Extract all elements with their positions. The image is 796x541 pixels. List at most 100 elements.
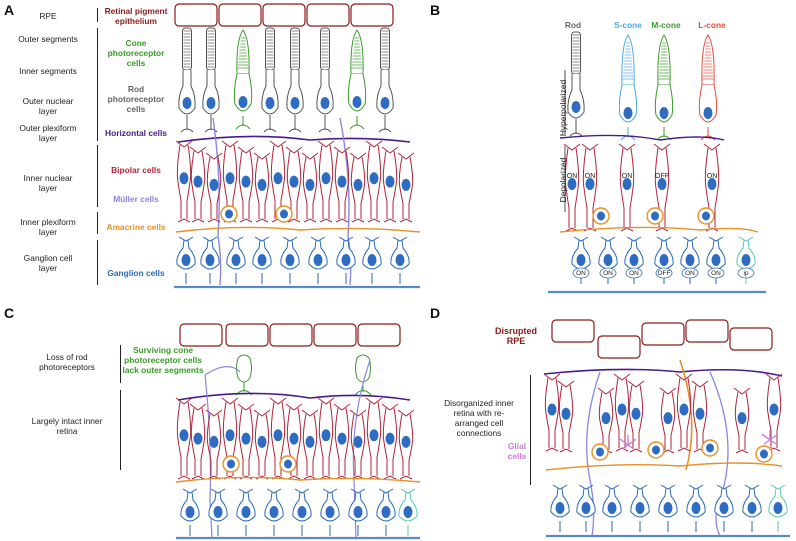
nucleus [280,209,288,219]
nucleus [581,502,591,514]
nucleus [225,209,233,219]
nucleus [719,502,729,514]
photoreceptor-label-l-cone: L-cone [698,20,726,30]
bipolar-polarity-label: ON [585,173,596,180]
bipolar-cell [254,413,270,476]
rpe-cell [225,323,269,347]
nucleus [663,412,673,425]
panel-a-diagram [174,3,421,289]
nucleus [321,429,331,442]
nucleus [241,506,251,518]
amacrine-process [559,226,759,233]
nucleus [706,443,714,453]
nucleus [703,107,713,119]
s-cone-cell-terminal [620,127,636,141]
nucleus [353,506,363,518]
horizontal-cell [543,368,783,377]
nucleus [257,254,267,266]
horizontal-cell [177,135,411,143]
cell-label-cone: Cone photoreceptor cells [107,38,165,68]
nucleus [305,178,315,191]
cell-label-ganglion: Ganglion cells [107,268,165,278]
rod-cell-terminal [204,115,218,133]
nucleus [337,432,347,445]
nucleus [285,254,295,266]
s-cone-cell-outer-segment [621,34,635,86]
nucleus [617,403,627,416]
bipolar-cell [766,377,782,448]
bipolar-polarity-label: ON [622,173,633,180]
nucleus [179,429,189,442]
rod-cell-terminal [263,115,277,133]
nucleus [209,178,219,191]
nucleus [659,107,669,119]
rod-cell-terminal [569,119,583,137]
bipolar-cell [614,377,630,448]
nucleus [241,432,251,445]
nucleus [601,412,611,425]
nucleus [325,506,335,518]
bipolar-cell [628,384,644,449]
bipolar-polarity-label: OFF [655,173,669,180]
nucleus [769,403,779,416]
divider [120,345,122,383]
nucleus [629,254,639,266]
surviving-cones-label: Surviving cone photoreceptor cells lack … [122,345,204,375]
bipolar-cell [366,144,382,219]
nucleus [571,101,581,113]
nucleus [561,407,571,420]
nucleus [596,447,604,457]
cone-cell-terminal [349,116,365,130]
rpe-cell [306,3,350,27]
nucleus [353,178,363,191]
nucleus [213,506,223,518]
disorganized-retina-label: Disorganized inner retina with re-arrang… [444,398,514,438]
bipolar-cell [544,377,560,448]
panel-d-diagram [543,319,790,538]
cell-label-bipolar: Bipolar cells [111,165,161,175]
nucleus [702,211,710,221]
nucleus [380,97,390,109]
ganglion-polarity-label: ON [629,270,639,277]
rod-cell-terminal [180,115,194,133]
nucleus [289,432,299,445]
rpe-cell [313,323,357,347]
nucleus [695,407,705,420]
nucleus [635,502,645,514]
surviving-cone-cell [236,354,252,383]
nucleus [381,506,391,518]
rpe-cell [179,323,223,347]
ganglion-polarity-label: ON [685,270,695,277]
divider [97,212,99,234]
bipolar-cell [350,156,366,219]
nucleus [205,254,215,266]
bipolar-cell [619,147,635,228]
layer-label-inner-segments: Inner segments [19,66,77,76]
l-cone-cell-outer-segment [701,34,715,86]
muller-cell [212,117,222,286]
divider [97,8,99,22]
rpe-cell [641,322,685,346]
nucleus [182,97,192,109]
ganglion-polarity-label: ON [576,270,586,277]
nucleus [631,407,641,420]
nucleus [385,175,395,188]
depolarized-label: Depolarized [558,157,568,203]
nucleus [181,254,191,266]
intact-inner-retina-label: Largely intact inner retina [31,416,103,436]
ganglion-polarity-label: ON [711,270,721,277]
panel-c-diagram [175,323,421,540]
nucleus [603,254,613,266]
bipolar-cell [704,147,720,228]
rod-cell-terminal [288,115,302,133]
bipolar-cell [598,391,614,450]
bipolar-cell [582,147,598,228]
cone-cell-outer-segment [350,29,364,75]
nucleus [241,175,251,188]
layer-label-inner-nuclear: Inner nuclear layer [23,173,73,193]
panel-letter-d: D [430,305,441,321]
cell-label-rpe: Retinal pigment epithelium [104,6,168,26]
bipolar-cell [382,407,398,476]
amacrine-process [679,359,693,471]
